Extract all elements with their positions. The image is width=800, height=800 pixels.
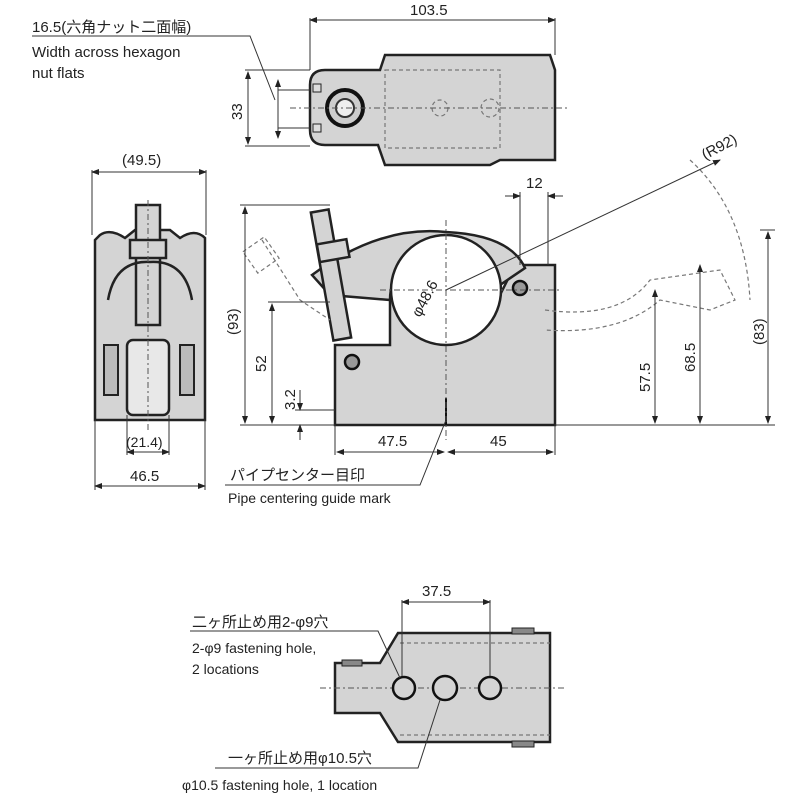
dim-47-5: 47.5: [378, 433, 407, 450]
dim-37-5: 37.5: [422, 583, 451, 600]
front-view: (49.5) (21.4) 46.5: [91, 152, 207, 490]
hole-phi10-5: [431, 674, 459, 702]
dim-103-5: 103.5: [410, 2, 448, 19]
nut-label-en-1: Width across hexagon: [32, 44, 180, 61]
bottom-view: 37.5 二ヶ所止め用2-φ9穴 2-φ9 fastening hole, 2 …: [182, 583, 565, 793]
hole9-label-en-2: 2 locations: [192, 661, 259, 677]
dim-r92: (R92): [699, 131, 740, 164]
dim-3-2: 3.2: [282, 389, 299, 410]
dim-68-5: 68.5: [682, 343, 699, 372]
nut-label-jp: 16.5(六角ナット二面幅): [32, 19, 191, 36]
side-view: 12 (R92) φ48.6 (93) 52 3.2 57.5 68.5 (83…: [225, 131, 775, 506]
top-view: 103.5 33 16.5(六角ナット二面幅) Width across hex…: [32, 2, 570, 167]
hole10-label-jp: 一ヶ所止め用φ10.5穴: [228, 750, 372, 767]
dim-12: 12: [526, 175, 543, 192]
guide-mark-label-en: Pipe centering guide mark: [228, 490, 392, 506]
dim-57-5: 57.5: [637, 363, 654, 392]
hole10-label-en: φ10.5 fastening hole, 1 location: [182, 777, 377, 793]
hole-phi9-right: [477, 675, 503, 701]
hole9-label-jp: 二ヶ所止め用2-φ9穴: [192, 614, 328, 631]
dim-52: 52: [253, 355, 270, 372]
guide-mark-label-jp: パイプセンター目印: [230, 467, 365, 484]
dim-93: (93): [225, 308, 242, 335]
dim-45: 45: [490, 433, 507, 450]
nut-label-en-2: nut flats: [32, 65, 85, 82]
dim-21-4: (21.4): [126, 434, 163, 450]
dim-49-5: (49.5): [122, 152, 161, 169]
dim-83: (83): [751, 318, 768, 345]
hole-phi9-left: [391, 675, 417, 701]
hole9-label-en-1: 2-φ9 fastening hole,: [192, 640, 316, 656]
dim-33: 33: [229, 103, 246, 120]
dim-46-5: 46.5: [130, 468, 159, 485]
